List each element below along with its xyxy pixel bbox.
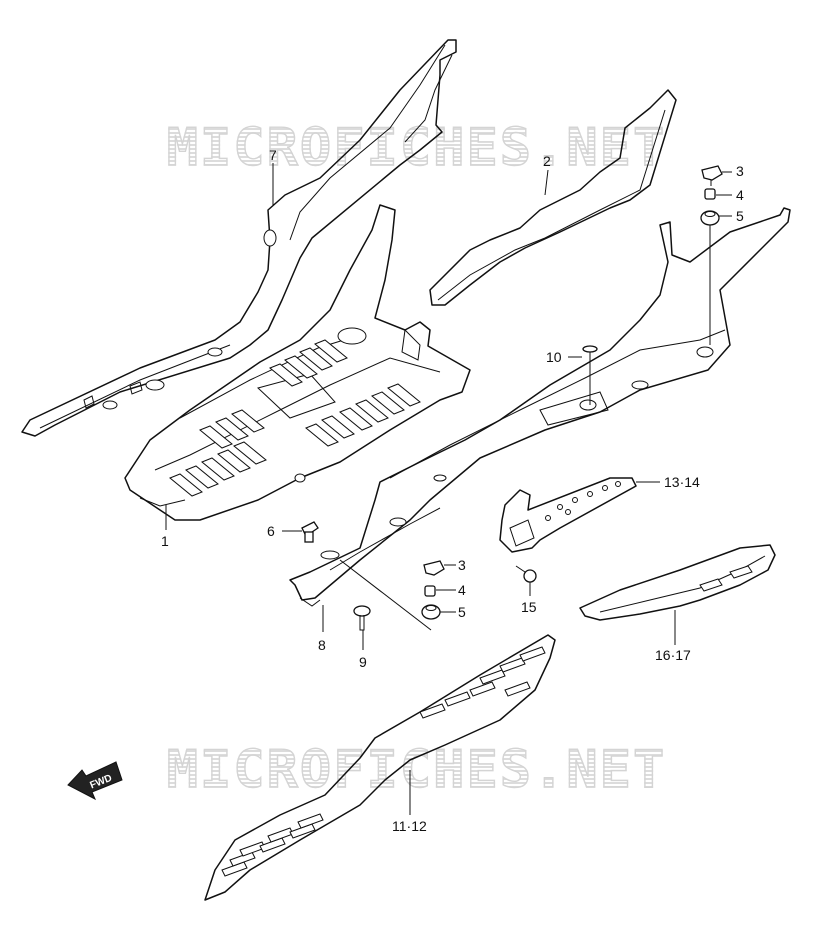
part-16-17-lower-cover[interactable] <box>579 544 776 621</box>
callout-6: 6 <box>267 523 275 539</box>
part-13-14-bracket[interactable] <box>499 477 637 553</box>
callout-1: 1 <box>161 533 169 549</box>
bolt-3-top[interactable] <box>701 165 723 186</box>
callout-5-top: 5 <box>736 208 744 224</box>
callout-4-bottom: 4 <box>458 582 466 598</box>
screw-10[interactable] <box>582 345 598 372</box>
bolt-3-bottom[interactable] <box>423 560 445 576</box>
mat-slots <box>221 646 546 877</box>
part-7-frame-cover[interactable] <box>21 39 457 437</box>
floor-ribs <box>169 339 421 497</box>
callout-10: 10 <box>546 349 562 365</box>
part-11-12-floor-mat[interactable] <box>204 634 556 901</box>
callout-labels: 7 2 3 4 5 10 1 6 13·14 3 4 5 15 8 16·17 … <box>161 147 744 834</box>
push-rivet-9[interactable] <box>353 605 371 631</box>
grommet-5-bottom[interactable] <box>421 604 441 620</box>
callout-7: 7 <box>269 147 277 163</box>
part-1-floor-board[interactable] <box>124 204 471 521</box>
leader-lines <box>165 163 732 815</box>
callout-16-17: 16·17 <box>655 647 691 663</box>
callout-11-12: 11·12 <box>392 818 427 834</box>
collar-4-bottom[interactable] <box>424 585 436 597</box>
part-8-side-rail[interactable] <box>289 207 791 607</box>
callout-5-bottom: 5 <box>458 604 466 620</box>
callout-15: 15 <box>521 599 537 615</box>
clip-6[interactable] <box>301 521 319 543</box>
fwd-arrow: FWD <box>67 761 123 801</box>
callout-3-bottom: 3 <box>458 557 466 573</box>
callout-9: 9 <box>359 654 367 670</box>
callout-4-top: 4 <box>736 187 744 203</box>
callout-8: 8 <box>318 637 326 653</box>
callout-13-14: 13·14 <box>664 474 700 490</box>
grommet-5-top[interactable] <box>700 210 720 226</box>
callout-2: 2 <box>543 153 551 169</box>
callout-3-top: 3 <box>736 163 744 179</box>
part-2-side-panel[interactable] <box>429 89 677 306</box>
bolt-15[interactable] <box>515 565 537 583</box>
collar-4-top[interactable] <box>704 188 716 200</box>
